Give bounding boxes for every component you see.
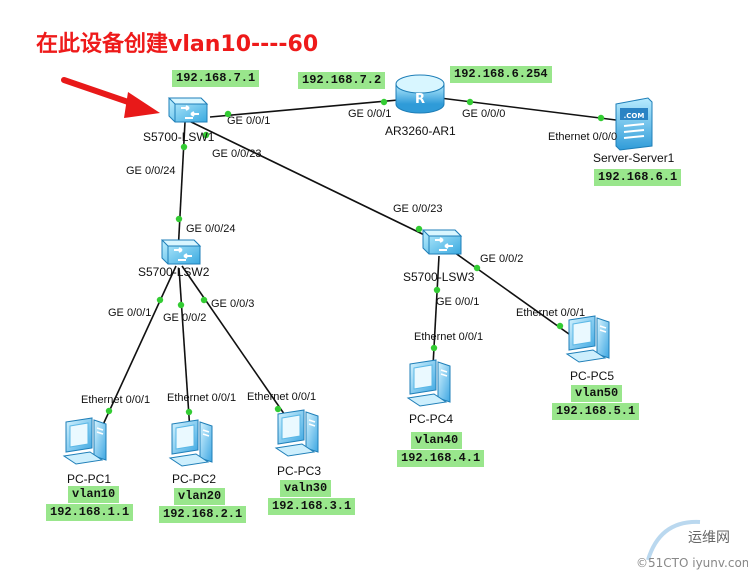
port-label: Ethernet 0/0/1 xyxy=(81,394,151,406)
link-lsw2-pc2 xyxy=(178,267,192,447)
svg-text:R: R xyxy=(415,92,425,107)
port-dot xyxy=(466,98,474,106)
port-dot xyxy=(597,114,605,122)
port-label: Ethernet 0/0/1 xyxy=(167,392,237,404)
node-name-pc3: PC-PC3 xyxy=(277,464,322,478)
port-dot xyxy=(200,296,208,304)
ip-tag-server1: 192.168.6.1 xyxy=(594,169,682,186)
port-dot xyxy=(202,131,210,139)
switch-icon xyxy=(161,239,201,265)
pc-icon xyxy=(275,409,319,457)
port-label: Ethernet 0/0/1 xyxy=(414,331,484,343)
pointer-arrow-icon xyxy=(61,77,160,118)
node-name-pc4: PC-PC4 xyxy=(409,412,454,426)
switch-icon xyxy=(168,97,208,123)
pc-icon xyxy=(63,417,107,465)
router-icon: R xyxy=(395,74,445,114)
node-name-lsw2: S5700-LSW2 xyxy=(138,265,210,279)
node-name-pc1: PC-PC1 xyxy=(67,472,112,486)
port-label: GE 0/0/1 xyxy=(108,307,152,319)
pc-icon xyxy=(407,359,451,407)
vlan-tag-pc4: vlan40 xyxy=(411,432,463,449)
port-dot xyxy=(156,296,164,304)
port-label: GE 0/0/0 xyxy=(462,108,506,120)
port-dot xyxy=(105,407,113,415)
pc-icon xyxy=(566,315,610,363)
port-label: GE 0/0/3 xyxy=(211,298,255,310)
ip-tag-pc3: 192.168.3.1 xyxy=(268,498,356,515)
server-icon: .COM xyxy=(615,97,653,151)
port-label: Ethernet 0/0/0 xyxy=(548,131,618,143)
vlan-tag-pc1: vlan10 xyxy=(68,486,120,503)
link-lsw1-lsw3 xyxy=(186,119,442,244)
ip-tag-pc1: 192.168.1.1 xyxy=(46,504,134,521)
port-dot xyxy=(180,143,188,151)
port-label: GE 0/0/23 xyxy=(212,148,262,160)
ip-tag-pc4: 192.168.4.1 xyxy=(397,450,485,467)
port-label: GE 0/0/1 xyxy=(348,108,392,120)
node-name-pc5: PC-PC5 xyxy=(570,369,615,383)
port-dot xyxy=(185,408,193,416)
node-name-server1: Server-Server1 xyxy=(593,151,675,165)
watermark-logo-icon xyxy=(646,519,701,561)
port-dot xyxy=(175,215,183,223)
svg-text:.COM: .COM xyxy=(624,112,645,120)
vlan-tag-pc2: vlan20 xyxy=(174,488,226,505)
ip-tag-ar1-right: 192.168.6.254 xyxy=(450,66,552,83)
port-label: GE 0/0/1 xyxy=(436,296,480,308)
port-dot xyxy=(177,301,185,309)
node-name-lsw1: S5700-LSW1 xyxy=(143,130,215,144)
node-name-lsw3: S5700-LSW3 xyxy=(403,270,475,284)
port-label: GE 0/0/24 xyxy=(186,223,236,235)
port-label: Ethernet 0/0/1 xyxy=(247,391,317,403)
port-dot xyxy=(274,405,282,413)
port-dot xyxy=(473,264,481,272)
ip-tag-pc5: 192.168.5.1 xyxy=(552,403,640,420)
port-label: GE 0/0/2 xyxy=(480,253,524,265)
switch-icon xyxy=(422,229,462,255)
port-dot xyxy=(380,98,388,106)
ip-tag-pc2: 192.168.2.1 xyxy=(159,506,247,523)
port-dot xyxy=(430,344,438,352)
port-label: GE 0/0/24 xyxy=(126,165,176,177)
ip-tag-lsw1: 192.168.7.1 xyxy=(172,70,260,87)
node-name-pc2: PC-PC2 xyxy=(172,472,217,486)
port-label: GE 0/0/2 xyxy=(163,312,207,324)
port-dot xyxy=(224,110,232,118)
port-dots xyxy=(105,98,605,416)
vlan-tag-pc5: vlan50 xyxy=(571,385,623,402)
port-dot xyxy=(556,322,564,330)
watermark-text: 运维网 xyxy=(688,530,730,546)
ip-tag-ar1-left: 192.168.7.2 xyxy=(298,72,386,89)
pc-icon xyxy=(169,419,213,467)
port-label: GE 0/0/1 xyxy=(227,115,271,127)
node-name-ar1: AR3260-AR1 xyxy=(385,124,456,138)
watermark-text: ©51CTO iyunv.com xyxy=(636,556,748,570)
port-label: GE 0/0/23 xyxy=(393,203,443,215)
page-title: 在此设备创建vlan10----60 xyxy=(36,32,319,57)
port-dot xyxy=(433,286,441,294)
port-dot xyxy=(415,225,423,233)
port-label: Ethernet 0/0/1 xyxy=(516,307,586,319)
vlan-tag-pc3: valn30 xyxy=(280,480,332,497)
